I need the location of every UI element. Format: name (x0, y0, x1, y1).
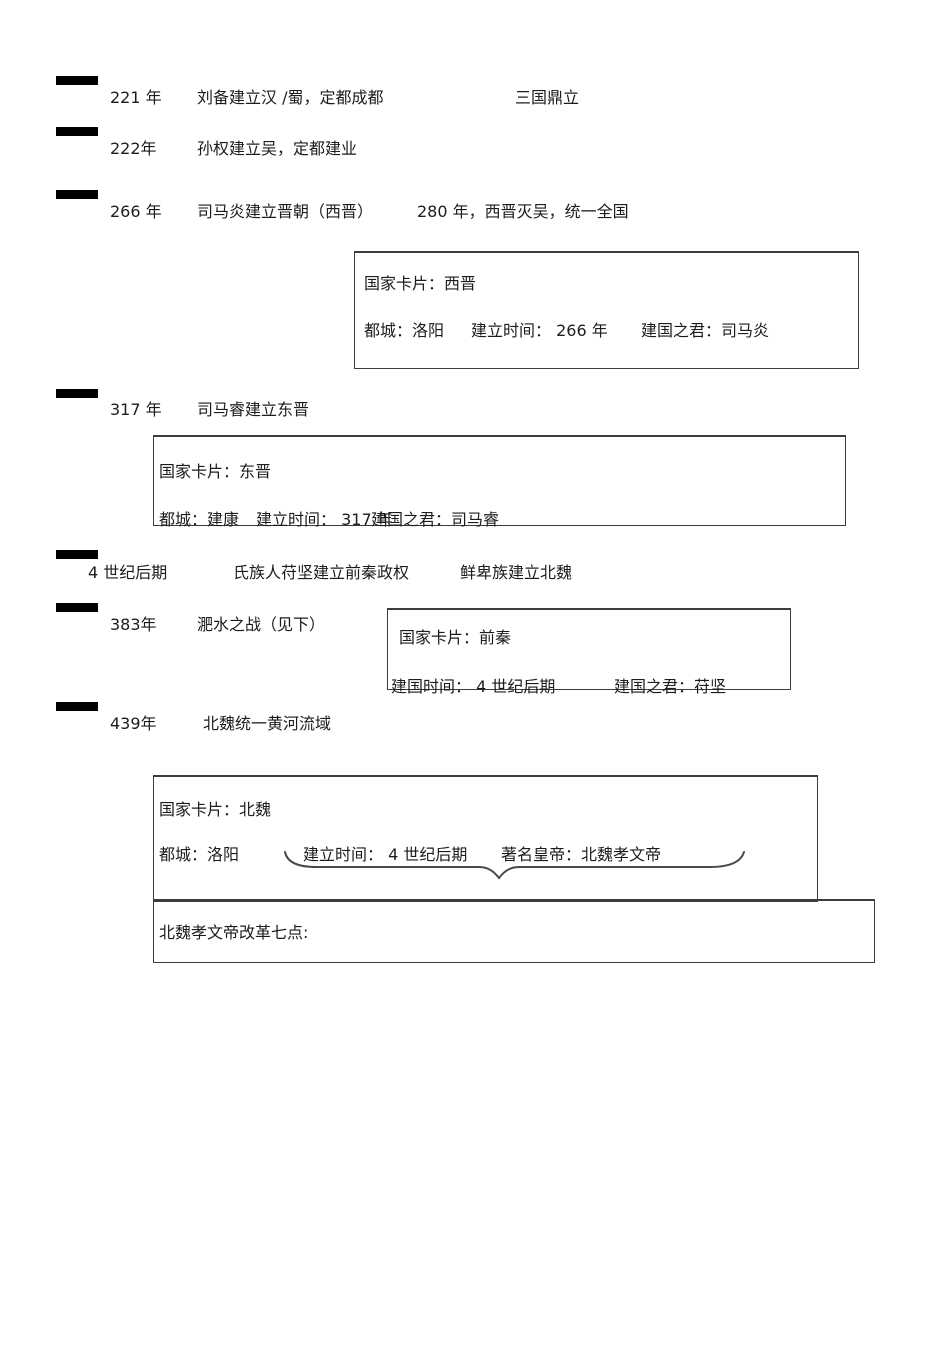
note-text: 鲜卑族建立北魏 (460, 563, 573, 582)
note-text: 三国鼎立 (515, 88, 580, 107)
year-label: 383年 (110, 615, 157, 634)
note-text: 280 年，西晋灭吴，统一全国 (417, 202, 629, 221)
reform-label: 北魏孝文帝改革七点: (159, 923, 309, 942)
redaction-bar (56, 603, 98, 612)
card-title: 国家卡片：西晋 (364, 274, 477, 293)
founded-field: 建立时间： 4 世纪后期 (303, 845, 468, 864)
event-text: 淝水之战（见下） (197, 615, 326, 634)
redaction-bar (56, 389, 98, 398)
redaction-bar (56, 190, 98, 199)
year-label: 221 年 (110, 88, 162, 107)
founded-field: 建立时间： 317 年 (256, 510, 393, 529)
event-text: 司马炎建立晋朝（西晋） (197, 202, 374, 221)
year-label: 266 年 (110, 202, 162, 221)
year-label: 222年 (110, 139, 157, 158)
founder-field: 建国之君：司马炎 (641, 321, 770, 340)
card-title: 国家卡片：东晋 (159, 462, 272, 481)
founder-field: 建国之君：司马睿 (371, 510, 500, 529)
redaction-bar (56, 127, 98, 136)
country-card-xijin: 国家卡片：西晋 都城：洛阳 建立时间： 266 年 建国之君：司马炎 (354, 251, 859, 369)
redaction-bar (56, 76, 98, 85)
founder-field: 建国之君：苻坚 (614, 677, 727, 696)
capital-field: 都城：洛阳 (364, 321, 445, 340)
redaction-bar (56, 702, 98, 711)
country-card-qianqin: 国家卡片：前秦 建国时间： 4 世纪后期 建国之君：苻坚 (387, 608, 791, 696)
event-text: 氏族人苻坚建立前秦政权 (233, 563, 410, 582)
event-text: 北魏统一黄河流域 (203, 714, 332, 733)
event-text: 孙权建立吴，定都建业 (197, 139, 358, 158)
event-text: 司马睿建立东晋 (197, 400, 310, 419)
emperor-field: 著名皇帝：北魏孝文帝 (501, 845, 662, 864)
country-card-beiwei: 国家卡片：北魏 都城：洛阳 建立时间： 4 世纪后期 著名皇帝：北魏孝文帝 (153, 775, 818, 902)
founded-field: 建国时间： 4 世纪后期 (391, 677, 556, 696)
redaction-bar (56, 550, 98, 559)
year-label: 317 年 (110, 400, 162, 419)
founded-field: 建立时间： 266 年 (471, 321, 608, 340)
card-title: 国家卡片：北魏 (159, 800, 272, 819)
country-card-dongjin: 国家卡片：东晋 都城：建康 建立时间： 317 年 建国之君：司马睿 (153, 435, 846, 529)
year-label: 439年 (110, 714, 157, 733)
year-label: 4 世纪后期 (88, 563, 168, 582)
reform-box: 北魏孝文帝改革七点: (153, 899, 875, 963)
capital-field: 都城：建康 (159, 510, 240, 529)
card-title: 国家卡片：前秦 (399, 628, 512, 647)
capital-field: 都城：洛阳 (159, 845, 240, 864)
event-text: 刘备建立汉 /蜀，定都成都 (197, 88, 384, 107)
